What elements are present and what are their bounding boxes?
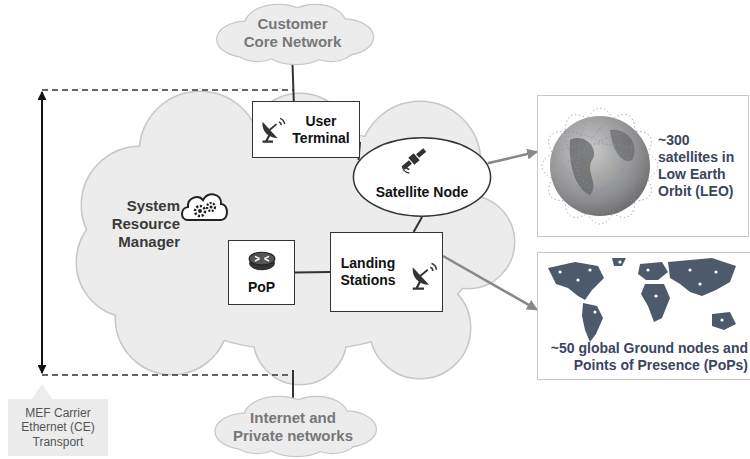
pop-dot <box>646 268 649 271</box>
connector <box>488 152 537 164</box>
system-cloud <box>77 92 514 384</box>
dish-icon <box>259 116 287 144</box>
orbit-ring <box>552 105 648 227</box>
node-label: Landing Stations <box>337 255 399 289</box>
network-cloud: Internet and Private networks <box>203 394 383 456</box>
dish2-icon <box>409 261 439 291</box>
dashed-extent-bottom <box>42 374 293 376</box>
pop-dot <box>593 310 596 313</box>
satellite-ellipse: Satellite Node <box>352 137 492 217</box>
node-label: ~50 global Ground nodes and Points of Pr… <box>540 340 748 374</box>
leo-globe <box>539 105 661 227</box>
orbit-ring <box>539 118 661 214</box>
orbit-ring <box>578 108 622 224</box>
callout-box: MEF Carrier Ethernet (CE) Transport <box>8 399 108 456</box>
pop-dot <box>698 282 701 285</box>
connector <box>293 64 294 101</box>
ellipse-outline <box>352 137 492 217</box>
component-label: System Resource Manager <box>96 197 180 251</box>
pop-dot <box>558 270 561 273</box>
pop-dot <box>576 278 579 281</box>
orbit-ring <box>539 118 661 214</box>
router-icon <box>248 247 276 275</box>
pop-dot <box>714 270 717 273</box>
connector <box>443 256 537 310</box>
dashed-extent-top <box>42 89 293 91</box>
network-wire <box>292 370 294 398</box>
info-panel: ~50 global Ground nodes and Points of Pr… <box>537 252 750 380</box>
node-label: User Terminal <box>289 113 353 147</box>
callout-pointer <box>32 384 52 399</box>
double-arrow <box>41 92 43 373</box>
connector <box>295 271 330 274</box>
pop-box: PoP <box>228 240 295 305</box>
pop-dot <box>618 260 621 263</box>
connector <box>414 217 422 232</box>
pop-dot <box>654 294 657 297</box>
node-label: ~300 satellites in Low Earth Orbit (LEO) <box>658 132 746 199</box>
sat-icon <box>400 145 428 173</box>
node-label: PoP <box>237 279 287 296</box>
info-panel: ~300 satellites in Low Earth Orbit (LEO) <box>537 95 749 237</box>
pop-dot <box>688 268 691 271</box>
node-label: Internet and Private networks <box>231 409 355 445</box>
pop-dot <box>588 268 591 271</box>
gear-cloud-icon <box>182 194 227 220</box>
world-map <box>548 258 736 342</box>
orbit-ring <box>542 144 658 188</box>
node-label: MEF Carrier Ethernet (CE) Transport <box>14 406 102 449</box>
landing-box: Landing Stations <box>330 232 443 312</box>
network-cloud: Customer Core Network <box>205 2 380 64</box>
terminal-box: User Terminal <box>252 101 360 158</box>
node-label: Customer Core Network <box>240 15 346 51</box>
orbit-ring <box>552 105 648 227</box>
node-label: Satellite Node <box>370 184 474 201</box>
pop-dot <box>720 318 723 321</box>
